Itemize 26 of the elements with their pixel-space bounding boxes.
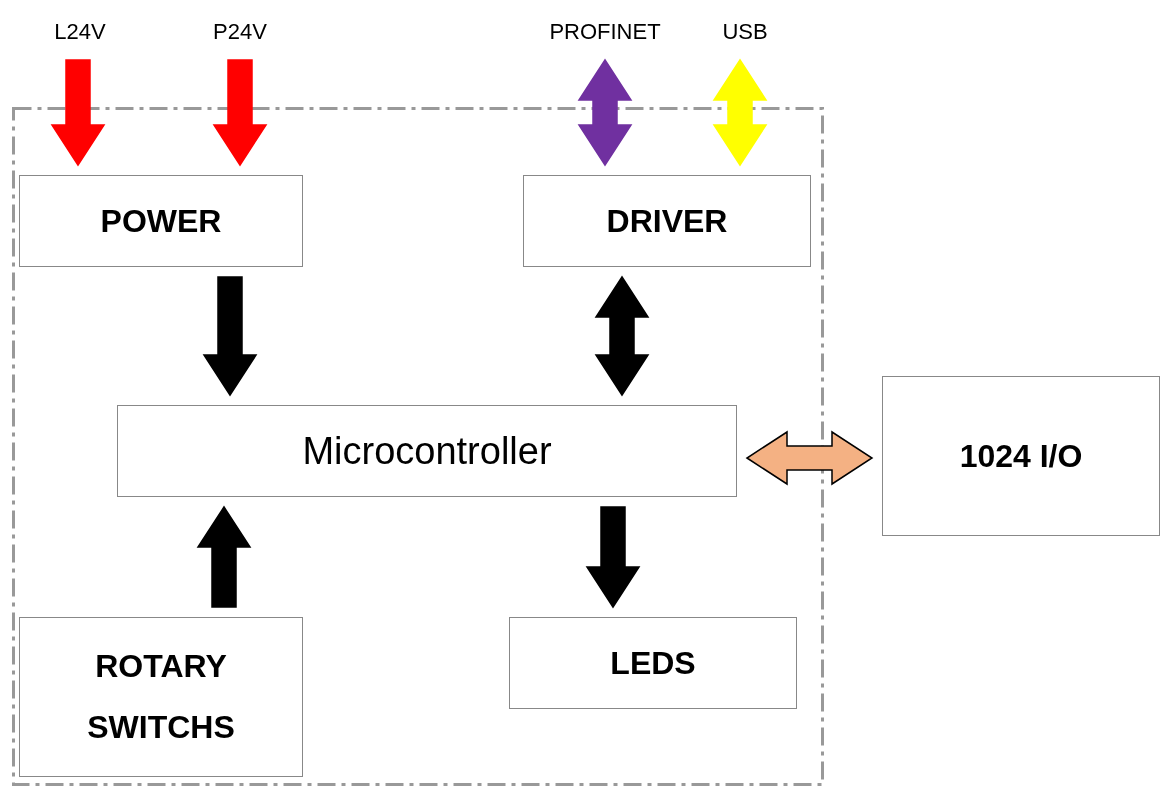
double-block-arrow <box>577 58 633 167</box>
block-arrow <box>50 59 106 167</box>
block-arrow <box>202 276 258 397</box>
block-box <box>19 175 303 267</box>
block-label: 1024 I/O <box>959 436 1083 476</box>
block-box <box>117 405 737 497</box>
block-label: POWER <box>100 201 222 241</box>
dashed-boundary-box <box>12 107 824 786</box>
double-block-arrow <box>594 275 650 397</box>
signal-label: PROFINET <box>549 19 661 45</box>
block-label: Microcontroller <box>302 428 552 474</box>
signal-label: P24V <box>213 19 267 45</box>
block-label: LEDS <box>610 643 696 683</box>
double-block-arrow <box>712 58 768 167</box>
block-box <box>882 376 1160 536</box>
block-arrow <box>196 505 252 608</box>
signal-label: L24V <box>54 19 106 45</box>
block-box <box>19 617 303 777</box>
block-label: ROTARY SWITCHS <box>86 647 236 747</box>
block-arrow <box>212 59 268 167</box>
block-box <box>523 175 811 267</box>
signal-label: USB <box>722 19 768 45</box>
block-box <box>509 617 797 709</box>
block-label: DRIVER <box>606 201 728 241</box>
block-arrow <box>585 506 641 609</box>
double-block-arrow <box>745 430 874 486</box>
